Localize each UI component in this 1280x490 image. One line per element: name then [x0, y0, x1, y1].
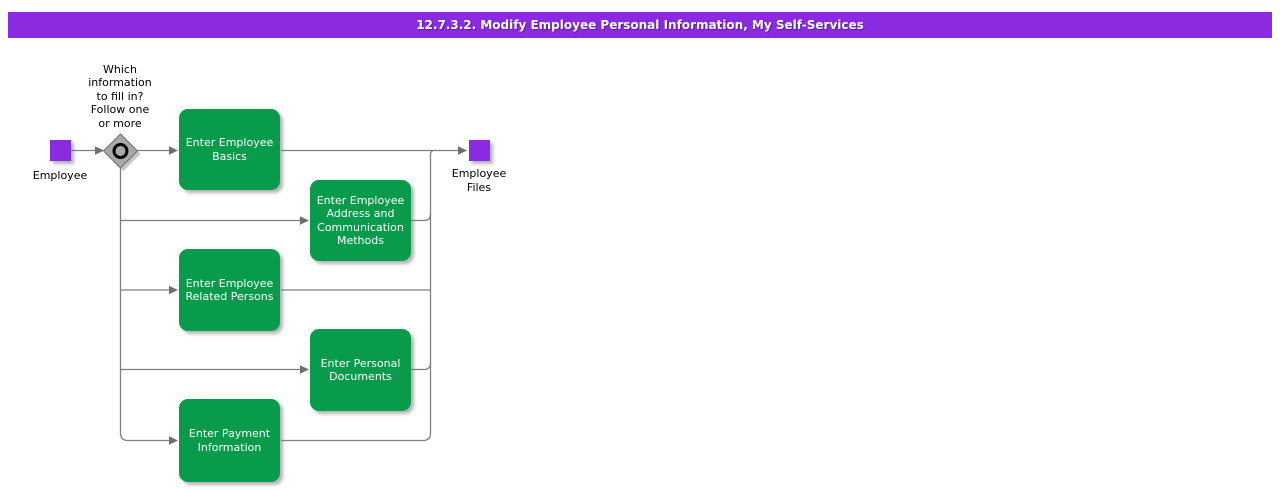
connector-line	[119, 168, 170, 442]
arrowhead-icon	[169, 285, 178, 295]
activity-enter-employee-basics[interactable]: Enter Employee Basics	[179, 109, 280, 190]
arrowheads	[95, 146, 467, 445]
decision-question-label: Which information to fill in? Follow one…	[88, 63, 152, 130]
activity-enter-employee-related-persons[interactable]: Enter Employee Related Persons	[179, 249, 280, 331]
decision-circle-icon	[112, 143, 129, 159]
start-node-label: Employee	[32, 169, 88, 182]
end-node-employee-files[interactable]	[469, 140, 490, 161]
arrowhead-icon	[95, 146, 104, 155]
arrowhead-icon	[169, 436, 178, 445]
connector-line	[411, 362, 432, 371]
arrowhead-icon	[458, 146, 467, 155]
decision-node	[102, 133, 141, 171]
connector-lines	[71, 149, 459, 442]
connector-line	[281, 149, 435, 442]
decision-diamond	[102, 133, 139, 169]
arrowhead-icon	[300, 365, 309, 374]
arrowhead-icon	[169, 146, 178, 155]
activity-enter-personal-documents[interactable]: Enter Personal Documents	[310, 329, 411, 411]
connector-line	[411, 213, 432, 222]
diagram-title: 12.7.3.2. Modify Employee Personal Infor…	[416, 18, 864, 32]
diagram-title-bar: 12.7.3.2. Modify Employee Personal Infor…	[8, 12, 1272, 38]
end-node-label: Employee Files	[451, 167, 507, 194]
start-node-employee[interactable]	[50, 140, 71, 161]
arrowhead-icon	[300, 216, 309, 225]
activity-enter-employee-address-and-communication-methods[interactable]: Enter Employee Address and Communication…	[310, 180, 411, 261]
activity-enter-payment-information[interactable]: Enter Payment Information	[179, 399, 280, 482]
